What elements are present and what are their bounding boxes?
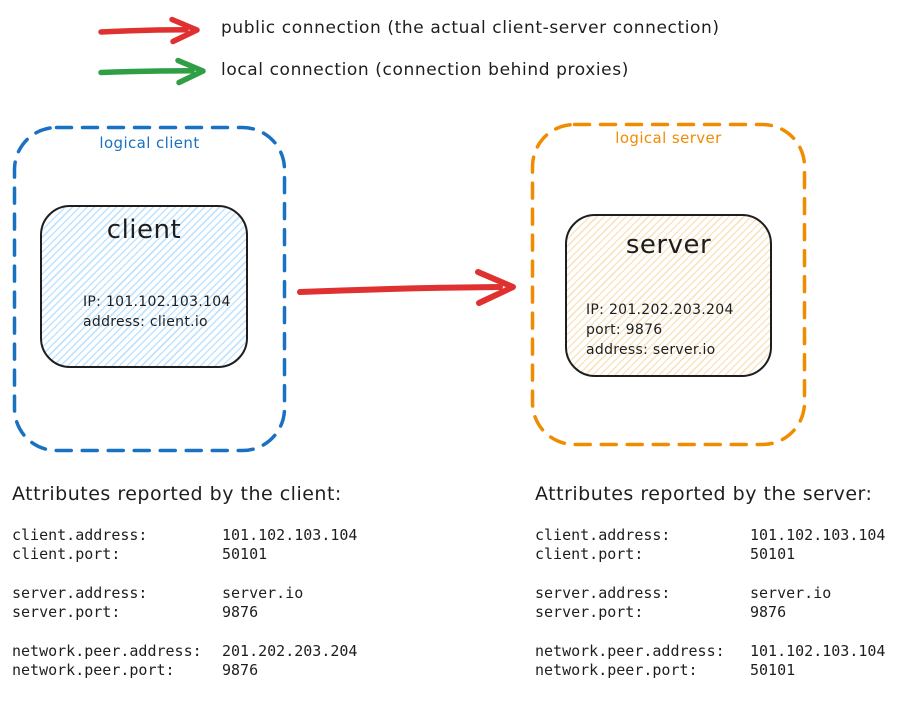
client-node: client IP: 101.102.103.104 address: clie… bbox=[40, 205, 248, 368]
attr-row: network.peer.port: 9876 bbox=[12, 661, 357, 680]
attr-key: network.peer.port: bbox=[535, 661, 698, 679]
attr-row: network.peer.address: 101.102.103.104 bbox=[535, 642, 885, 661]
server-node-title: server bbox=[625, 230, 712, 260]
attr-key: server.port: bbox=[12, 603, 121, 621]
attr-row: server.port: 9876 bbox=[535, 603, 885, 622]
attr-key: client.address: bbox=[535, 526, 671, 544]
attr-value: 9876 bbox=[222, 661, 259, 679]
attr-row: network.peer.port: 50101 bbox=[535, 661, 885, 680]
attr-row: client.port: 50101 bbox=[535, 545, 885, 564]
client-node-title: client bbox=[106, 215, 182, 245]
attr-key: network.peer.address: bbox=[12, 642, 202, 660]
attr-key: client.port: bbox=[535, 545, 644, 563]
attr-row: client.port: 50101 bbox=[12, 545, 357, 564]
server-address-line: address: server.io bbox=[586, 342, 716, 358]
logical-server-label: logical server bbox=[615, 129, 722, 147]
attr-row: client.address: 101.102.103.104 bbox=[535, 526, 885, 545]
attr-key: client.address: bbox=[12, 526, 148, 544]
client-attributes-list: client.address: 101.102.103.104 client.p… bbox=[12, 526, 357, 700]
server-attributes-list: client.address: 101.102.103.104 client.p… bbox=[535, 526, 885, 700]
attr-value: 201.202.203.204 bbox=[222, 642, 358, 660]
client-ip-line: IP: 101.102.103.104 bbox=[83, 294, 231, 310]
logical-server-dashed-border bbox=[530, 122, 807, 447]
attr-value: server.io bbox=[222, 584, 304, 602]
attr-value: 101.102.103.104 bbox=[750, 526, 886, 544]
attr-row: client.address: 101.102.103.104 bbox=[12, 526, 357, 545]
legend-local-connection-label: local connection (connection behind prox… bbox=[221, 60, 629, 80]
attr-value: 101.102.103.104 bbox=[222, 526, 358, 544]
attr-row: server.address: server.io bbox=[535, 584, 885, 603]
logical-client-dashed-border bbox=[12, 125, 287, 453]
attr-value: 101.102.103.104 bbox=[750, 642, 886, 660]
attr-value: 50101 bbox=[750, 545, 796, 563]
attr-key: network.peer.address: bbox=[535, 642, 725, 660]
attr-value: 50101 bbox=[222, 545, 268, 563]
attr-value: server.io bbox=[750, 584, 832, 602]
server-attributes-title: Attributes reported by the server: bbox=[535, 483, 873, 505]
client-address-line: address: client.io bbox=[83, 314, 208, 330]
client-server-connection-arrow-icon bbox=[297, 269, 516, 306]
attr-key: server.address: bbox=[12, 584, 148, 602]
attr-value: 9876 bbox=[750, 603, 787, 621]
attr-key: network.peer.port: bbox=[12, 661, 175, 679]
attr-row: server.address: server.io bbox=[12, 584, 357, 603]
attr-key: server.port: bbox=[535, 603, 644, 621]
legend-public-connection-label: public connection (the actual client-ser… bbox=[221, 18, 720, 38]
logical-server-group: logical server server IP: 201.202.203.20… bbox=[530, 122, 807, 447]
attr-key: server.address: bbox=[535, 584, 671, 602]
server-ip-line: IP: 201.202.203.204 bbox=[586, 302, 734, 318]
attr-key: client.port: bbox=[12, 545, 121, 563]
public-connection-arrow-icon bbox=[98, 16, 200, 45]
local-connection-arrow-icon bbox=[98, 57, 206, 86]
attr-row: server.port: 9876 bbox=[12, 603, 357, 622]
server-port-line: port: 9876 bbox=[586, 322, 663, 338]
client-attributes-title: Attributes reported by the client: bbox=[12, 483, 342, 505]
attr-row: network.peer.address: 201.202.203.204 bbox=[12, 642, 357, 661]
attr-value: 9876 bbox=[222, 603, 259, 621]
server-node: server IP: 201.202.203.204 port: 9876 ad… bbox=[565, 214, 772, 377]
logical-client-group: logical client client IP: 101.102.103.10… bbox=[12, 125, 287, 453]
logical-client-label: logical client bbox=[99, 134, 200, 152]
attr-value: 50101 bbox=[750, 661, 796, 679]
